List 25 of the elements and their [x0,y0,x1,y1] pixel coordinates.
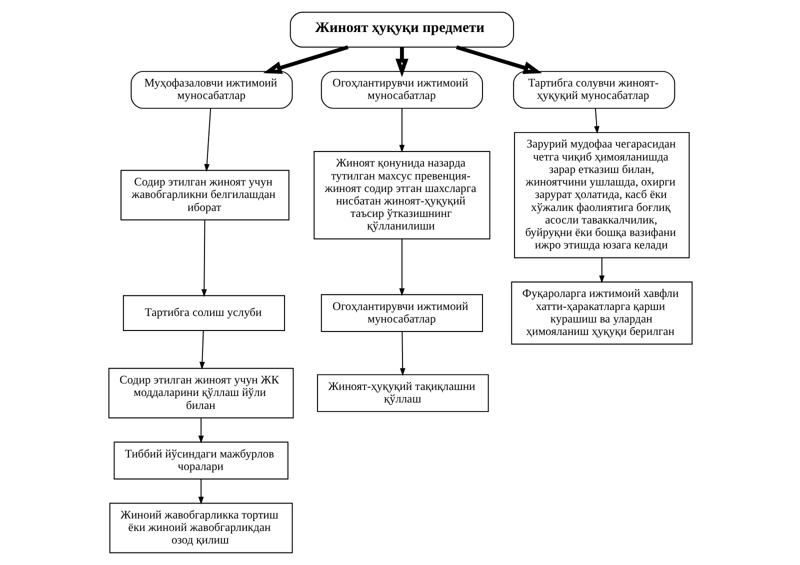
node-box: Жиноят-ҳуқуқий тақиқлашни қўллаш [316,374,488,412]
arrow [394,47,408,78]
node-box: Тартибга солувчи жиноят-ҳуқуқий муносабатлар [512,70,675,109]
arrow [198,330,204,370]
arrow [200,220,206,298]
arrow [198,478,204,505]
arrow [398,108,404,153]
node-box: Зарурий мудофаа чегарасидан четга чиқиб ҳимояланишда зарар етказиш билан, жиноятчини ушлашда, охирги зарурат ҳолатида, касб ёки хўжалик фаолиятига боғлиқ асосли таваккалчилик, буйруқни ёки бошқа вазифани ижро этишда юзага келади [514,132,690,258]
node-box: Жиноят қонунида назарда тутилган махсус превенция-жиноят содир этган шахсларга нисбатан жиноят-ҳуқуқий таъсир ўтказишнинг қўлланилиши [313,151,490,240]
arrow [204,108,211,172]
arrow [399,331,405,376]
arrow [398,238,404,296]
arrow [594,108,599,134]
node-box: Содир этилган жиноят учун жавобгарликни белгилашдан иборат [120,170,289,220]
node-box: Огоҳлантирувчи ижтимоий муносабатлар [320,294,482,332]
node-box: Муҳофазаловчи ижтимоий муносабатлар [130,70,292,109]
node-box: Содир этилган жиноят учун ЖК моддаларини қўллаш йўли билан [108,368,294,418]
node-box: Фуқароларга ижтимоий хавфли хатти-ҳаракатларга қарши курашиш ва улардан ҳимояланиш ҳуқуқи берилган [510,282,692,345]
arrow [198,418,204,444]
node-box: Тиббий йўсиндаги мажбурлов чоралари [113,442,288,480]
arrow [598,257,604,284]
node-box: Жиноят ҳуқуқи предмети [289,12,514,48]
node-box: Тартибга солиш услуби [122,295,285,332]
node-box: Жиноий жавобгарликка тортиш ёки жиноий жавобгарликдан озод қилиш [108,502,292,554]
node-box: Огоҳлантирувчи ижтимоий муносабатлар [320,70,482,109]
